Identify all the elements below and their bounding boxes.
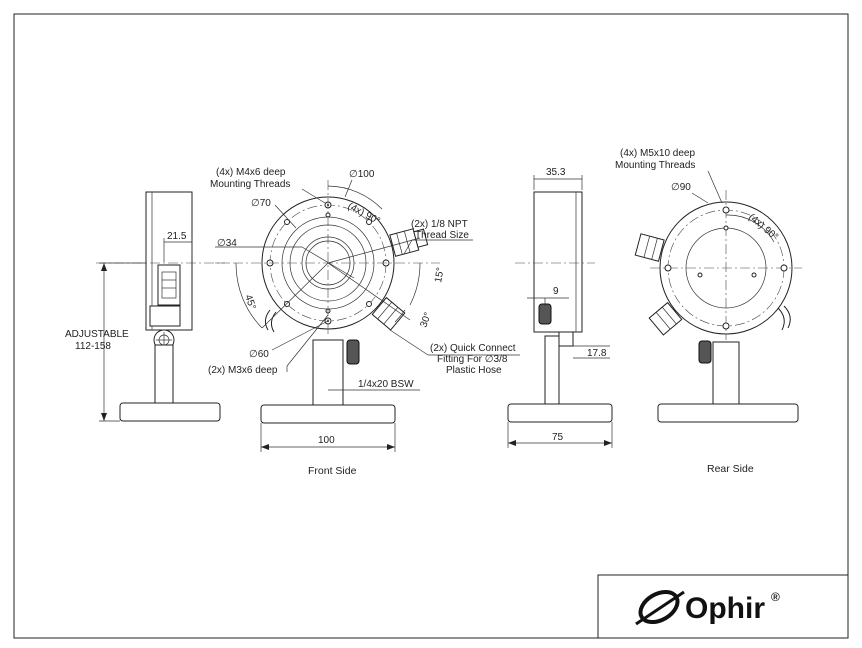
- front-npt-label: (2x) 1/8 NPT: [411, 219, 468, 230]
- right-post: [544, 335, 560, 405]
- dim-phi-34: ∅34: [217, 238, 237, 249]
- ophir-logo: Ophir ®: [635, 589, 780, 626]
- left-fitting-lower: [149, 305, 181, 327]
- front-m3-label: (2x) M3x6 deep: [208, 365, 278, 376]
- logo-wordmark: Ophir: [685, 592, 765, 625]
- ophir-swoosh-icon: [635, 589, 685, 626]
- dim-9: 9: [553, 286, 559, 297]
- rear-m5-label: (4x) M5x10 deep: [620, 148, 695, 159]
- left-side-view: 21.5 ADJUSTABLE 112-158: [65, 191, 228, 422]
- front-npt-label-2: Thread Size: [415, 230, 469, 241]
- front-locking-knob: [346, 339, 360, 365]
- front-view: ∅34 ∅70 ∅100 (4x) M4x6 deep Mounting Thr…: [208, 167, 520, 477]
- right-base: [507, 403, 613, 423]
- rear-base: [657, 403, 799, 423]
- front-bsw-label: 1/4x20 BSW: [358, 379, 414, 390]
- front-angle-45: 45°: [242, 293, 258, 311]
- dim-right-base-75: 75: [552, 432, 564, 443]
- rear-m5-label-2: Mounting Threads: [615, 160, 695, 171]
- dim-35-3: 35.3: [546, 167, 566, 178]
- title-block: [597, 574, 849, 639]
- adjustable-label: ADJUSTABLE: [65, 329, 129, 340]
- right-side-view: 35.3 9 17.8 75: [507, 167, 613, 448]
- left-fitting-upper: [157, 264, 181, 306]
- rear-view: (4x) M5x10 deep Mounting Threads ∅90 (4x…: [615, 148, 802, 475]
- front-base: [260, 404, 396, 424]
- drawing-frame: [13, 13, 849, 639]
- right-knob: [538, 303, 552, 325]
- rear-caption: Rear Side: [707, 463, 754, 475]
- rear-knob: [698, 340, 712, 364]
- front-caption: Front Side: [308, 465, 357, 477]
- front-post: [312, 339, 344, 406]
- dim-21-5: 21.5: [167, 231, 187, 242]
- dim-front-base-100: 100: [318, 435, 335, 446]
- front-m4-label-2: Mounting Threads: [210, 179, 290, 190]
- adjustable-range: 112-158: [75, 341, 111, 352]
- front-qc-label-3: Plastic Hose: [446, 365, 502, 376]
- logo-registered-mark: ®: [771, 590, 780, 604]
- front-angle-30: 30°: [418, 311, 434, 329]
- front-m4-label: (4x) M4x6 deep: [216, 167, 286, 178]
- dim-phi-60: ∅60: [249, 349, 269, 360]
- dim-phi-100: ∅100: [349, 169, 375, 180]
- dim-17-8: 17.8: [587, 348, 607, 359]
- left-post: [154, 344, 174, 404]
- front-angle-15: 15°: [433, 267, 446, 284]
- rear-post: [712, 341, 740, 405]
- front-qc-label-2: Fitting For ∅3/8: [437, 354, 508, 365]
- dim-phi-90: ∅90: [671, 182, 691, 193]
- front-qc-label: (2x) Quick Connect: [430, 343, 516, 354]
- left-base: [119, 402, 221, 422]
- dim-phi-70: ∅70: [251, 198, 271, 209]
